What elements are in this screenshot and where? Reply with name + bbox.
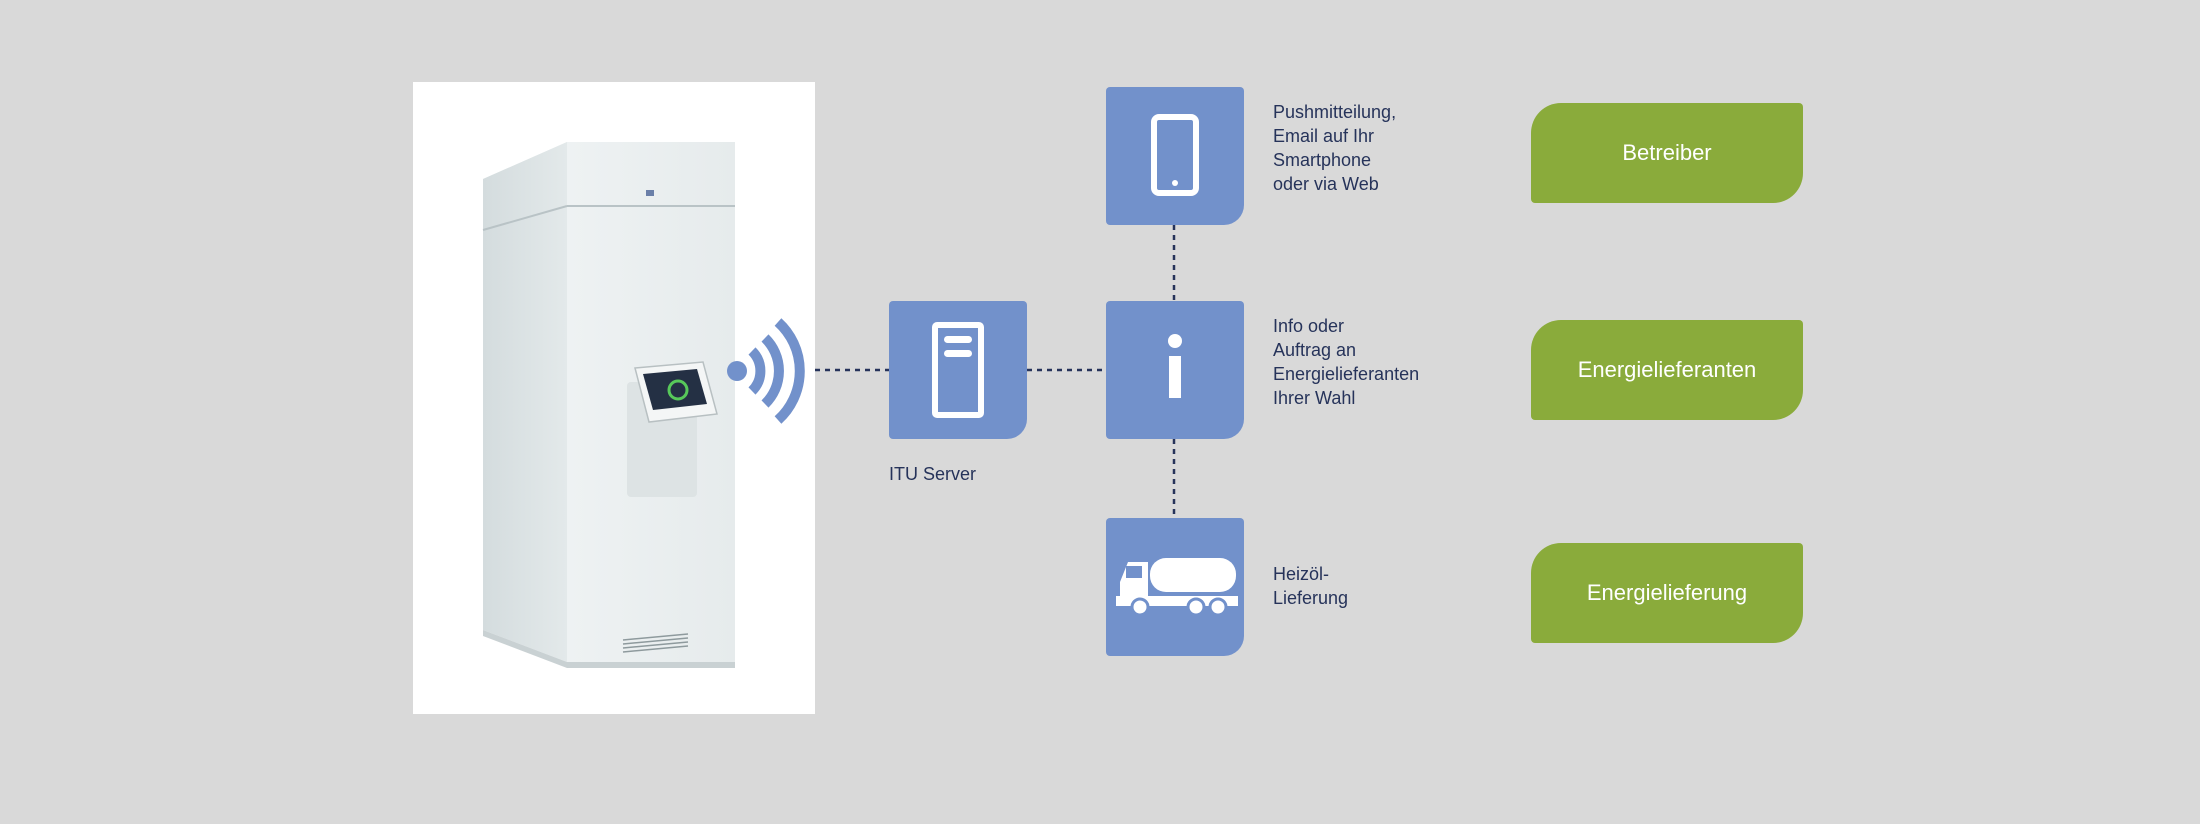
push-notification-text: Pushmitteilung, Email auf Ihr Smartphone…: [1273, 102, 1397, 194]
server-icon: [932, 322, 984, 418]
server-caption: ITU Server: [889, 464, 977, 484]
truck-tile: [1106, 518, 1244, 656]
server-tile: [889, 301, 1027, 439]
truck-icon: [1116, 558, 1238, 617]
info-tile: [1106, 301, 1244, 439]
smartphone-icon: [1151, 114, 1199, 196]
info-icon: [1168, 334, 1182, 398]
wifi-icon: [748, 318, 805, 424]
signal-dot: [727, 361, 747, 381]
operator-badge: Betreiber: [1531, 103, 1803, 203]
energy-delivery-badge: Energielieferung: [1531, 543, 1803, 643]
oil-delivery-text: Heizöl- Lieferung: [1273, 564, 1349, 608]
heating-unit-image: [482, 142, 735, 668]
smartphone-tile: [1106, 87, 1244, 225]
info-order-text: Info oder Auftrag an Energielieferanten …: [1273, 316, 1420, 408]
energy-supplier-badge: Energielieferanten: [1531, 320, 1803, 420]
